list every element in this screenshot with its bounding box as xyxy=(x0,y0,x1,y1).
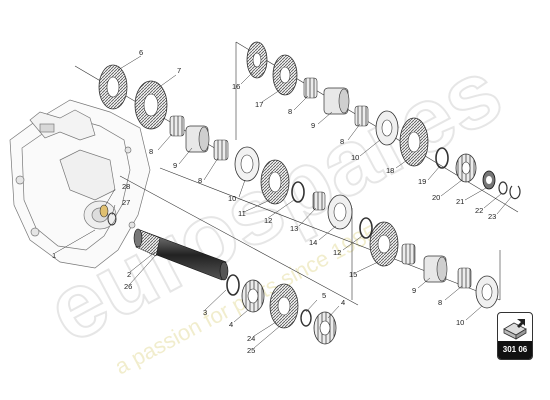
needle-bearing-8d xyxy=(354,105,369,127)
callout-11: 11 xyxy=(238,209,246,218)
callout-15: 15 xyxy=(349,270,357,279)
arrow-page-reference-icon xyxy=(503,319,527,340)
gear-7 xyxy=(134,80,168,130)
callout-3: 3 xyxy=(203,308,207,317)
callout-20: 20 xyxy=(432,193,440,202)
seal-28 xyxy=(99,204,109,218)
callout-19: 19 xyxy=(418,177,426,186)
washer-22 xyxy=(498,181,508,195)
washer-12a xyxy=(291,181,305,203)
callout-2: 2 xyxy=(127,270,131,279)
page-reference-label: 301 06 xyxy=(498,341,532,359)
needle-bearing-8c xyxy=(303,77,318,99)
washer-3 xyxy=(226,274,240,296)
callout-9c: 9 xyxy=(412,286,416,295)
callout-8b: 8 xyxy=(198,176,202,185)
leader-lines xyxy=(54,55,513,349)
callout-1: 1 xyxy=(52,251,56,260)
callout-18: 18 xyxy=(386,166,394,175)
callout-13: 13 xyxy=(290,224,298,233)
circlip-23 xyxy=(509,185,521,200)
callout-14: 14 xyxy=(309,238,317,247)
synchro-hub-9a xyxy=(185,125,210,153)
callout-9a: 9 xyxy=(173,161,177,170)
needle-bearing-8b xyxy=(213,139,229,161)
synchro-ring-10a xyxy=(234,146,260,182)
callout-4a: 4 xyxy=(229,320,233,329)
callout-8e: 8 xyxy=(438,298,442,307)
page-reference-box[interactable]: 301 06 xyxy=(497,312,533,360)
bearing-4a xyxy=(241,279,265,313)
callout-8c: 8 xyxy=(288,107,292,116)
callout-10c: 10 xyxy=(456,318,464,327)
callout-28: 28 xyxy=(122,182,130,191)
callout-5: 5 xyxy=(322,291,326,300)
needle-bearing-13 xyxy=(312,191,326,211)
bearing-20 xyxy=(455,153,477,183)
gear-11 xyxy=(260,159,290,205)
callout-12b: 12 xyxy=(333,248,341,257)
callout-17: 17 xyxy=(255,100,263,109)
callout-24: 24 xyxy=(247,334,255,343)
washer-12b xyxy=(359,217,373,239)
synchro-hub-9b xyxy=(323,87,350,115)
callout-23: 23 xyxy=(488,212,496,221)
bearing-4b xyxy=(313,311,337,345)
needle-bearing-8e xyxy=(401,243,416,265)
main-shaft xyxy=(133,228,229,281)
callout-10a: 10 xyxy=(228,194,236,203)
callout-21: 21 xyxy=(456,197,464,206)
nut-21 xyxy=(482,170,496,190)
gear-18 xyxy=(399,117,429,167)
callout-8d: 8 xyxy=(340,137,344,146)
synchro-ring-10b xyxy=(375,110,399,146)
callout-numbers: 1 2 26 3 4 24 25 5 4 28 27 6 7 8 9 8 10 … xyxy=(52,48,496,355)
synchro-hub-9c xyxy=(423,255,448,283)
callout-12a: 12 xyxy=(264,216,272,225)
needle-bearing-8a xyxy=(169,115,185,137)
gear-15 xyxy=(369,221,399,267)
callout-10b: 10 xyxy=(351,153,359,162)
washer-19 xyxy=(435,147,449,169)
needle-bearing-8f xyxy=(457,267,472,289)
gear-17 xyxy=(272,54,298,96)
callout-16: 16 xyxy=(232,82,240,91)
synchro-ring-14 xyxy=(327,194,353,230)
callout-6: 6 xyxy=(139,48,143,57)
callout-26: 26 xyxy=(124,282,132,291)
callout-7: 7 xyxy=(177,66,181,75)
gear-6 xyxy=(98,64,128,110)
synchro-ring-10c xyxy=(475,275,499,309)
callout-25: 25 xyxy=(247,346,255,355)
gear-16 xyxy=(246,41,268,79)
washer-5 xyxy=(300,309,312,327)
callout-9b: 9 xyxy=(311,121,315,130)
callout-8a: 8 xyxy=(149,147,153,156)
callout-4b: 4 xyxy=(341,298,345,307)
callout-27: 27 xyxy=(122,198,130,207)
oring-27 xyxy=(107,212,117,226)
gear-24 xyxy=(269,283,299,329)
callout-22: 22 xyxy=(475,206,483,215)
